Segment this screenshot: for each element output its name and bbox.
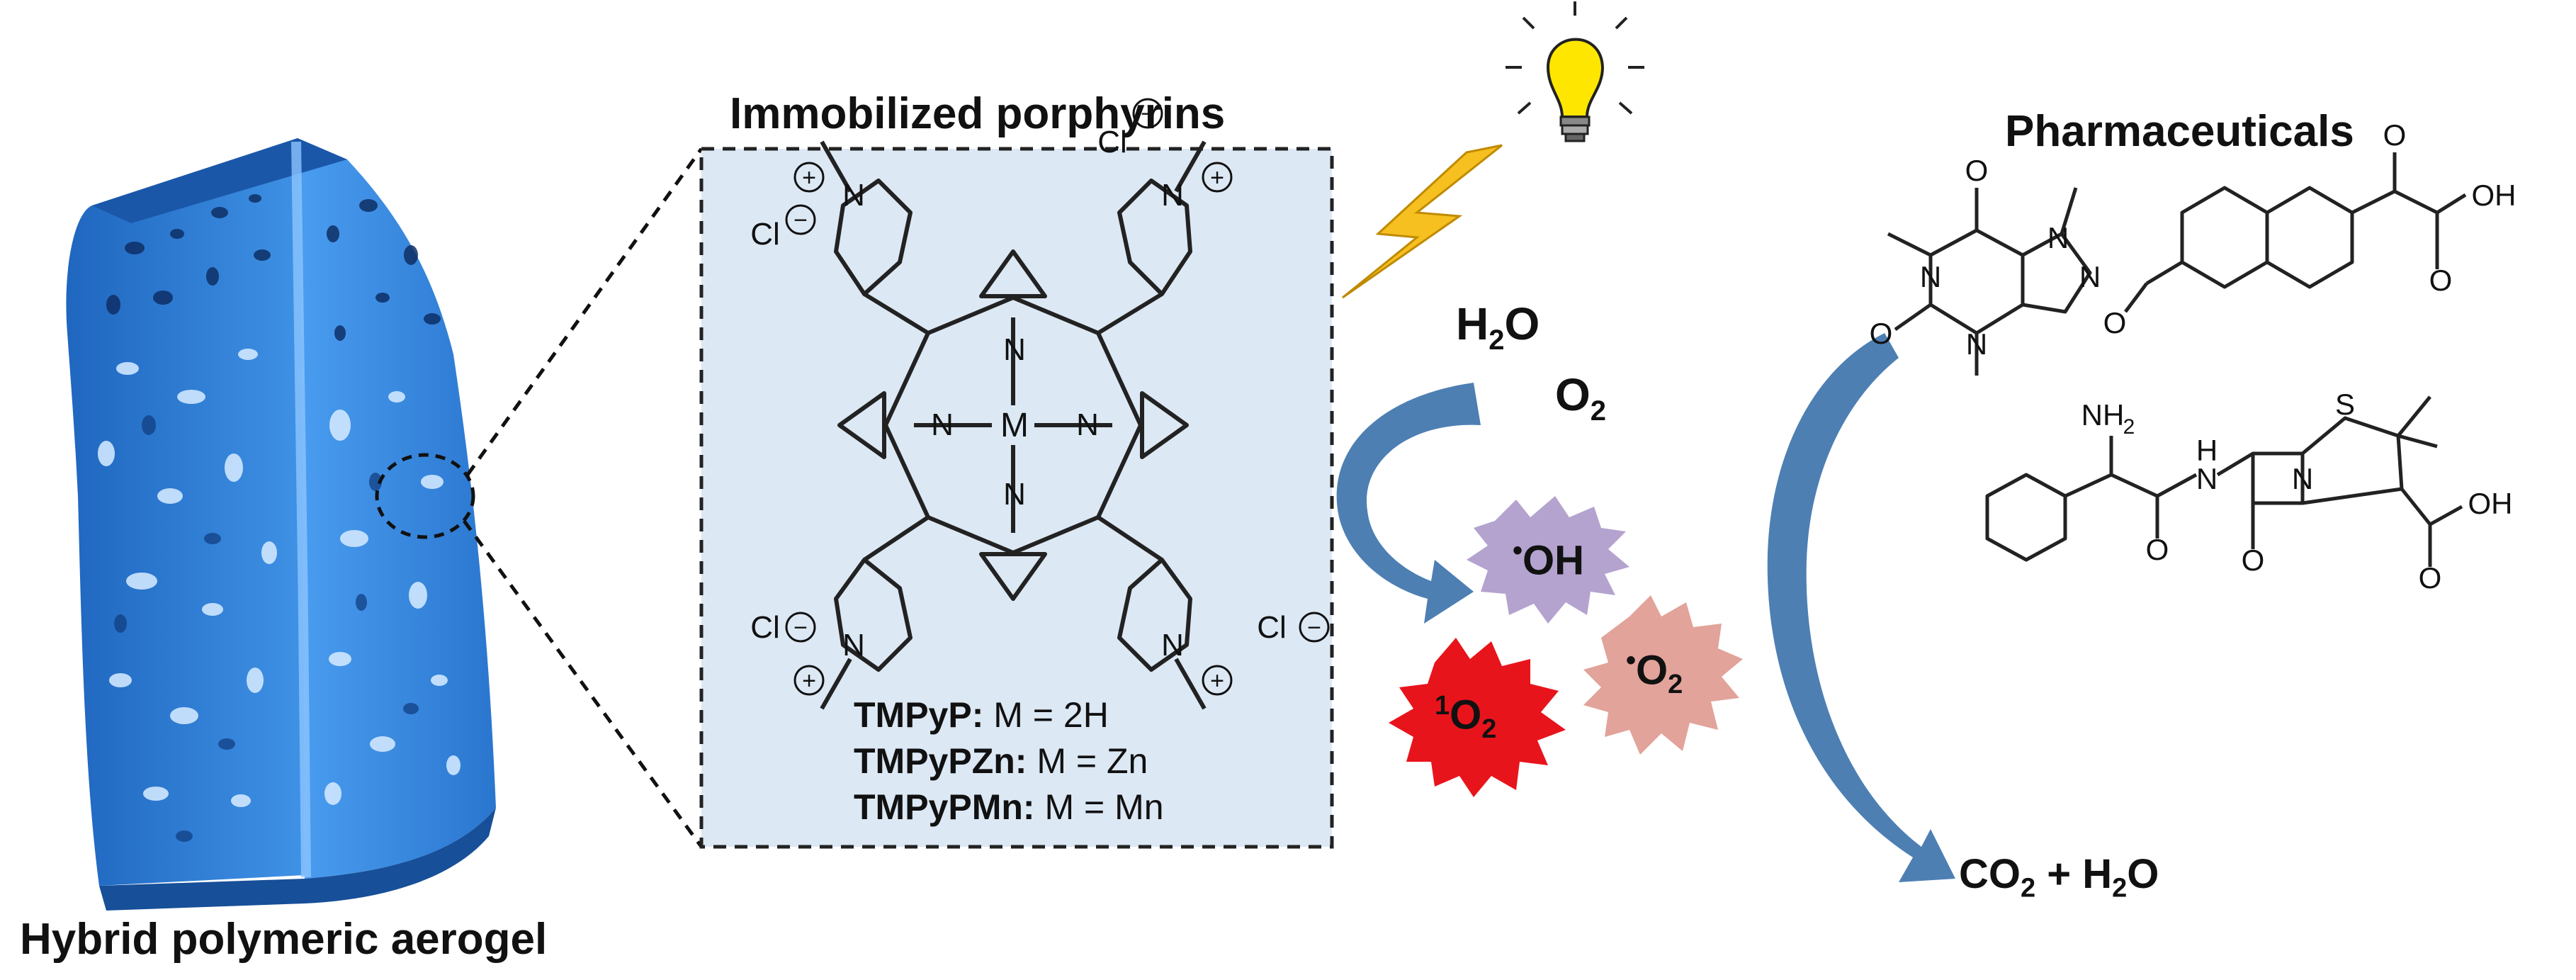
reaction-arrow-left [1336,383,1481,624]
svg-text:O: O [2242,543,2265,577]
singlet-oxygen-label: 1O2 [1435,691,1497,744]
pyridinium-n-tr: N [1161,178,1184,213]
svg-text:N: N [1920,260,1941,293]
chloride-tr: Cl [1097,125,1127,159]
svg-text:+: + [1210,668,1224,694]
svg-text:−: − [1307,614,1321,641]
variant-tmpypzn: TMPyPZn: M = Zn [854,741,1148,781]
superoxide-label: •O2 [1626,645,1683,699]
svg-text:−: − [793,614,808,641]
nitrogen-right: N [1076,407,1099,442]
hydroxyl-radical-label: •OH [1513,535,1585,584]
svg-text:O: O [2419,561,2442,595]
hydroxyl-burst [1467,496,1629,624]
charge-symbols [785,98,1330,696]
svg-text:O: O [2383,118,2407,152]
zoom-line-bottom [462,519,704,848]
products-label: CO2 + H2O [1959,851,2159,903]
singlet-oxygen-burst [1389,638,1566,797]
pyridinium-n-br: N [1161,628,1184,663]
svg-text:O: O [1965,154,1989,187]
svg-text:OH: OH [2472,179,2516,212]
water-reactant: H2O [1456,298,1540,356]
svg-text:N: N [2079,260,2101,293]
porphyrin-structure [820,140,1207,710]
superoxide-burst [1583,595,1743,755]
variant-tmpyp: TMPyP: M = 2H [854,695,1109,735]
porphyrin-atom-labels: M N N N N N N N N Cl Cl Cl Cl [750,125,1287,663]
svg-text:+: + [802,164,816,191]
pharmaceuticals-title: Pharmaceuticals [2005,107,2354,156]
pharmaceutical-structures [1887,152,2467,567]
svg-text:O: O [2146,533,2169,566]
aerogel-highlights [98,349,461,807]
aerogel-top-edge [92,138,347,223]
chloride-br: Cl [1257,610,1287,645]
svg-text:N: N [1966,327,1987,361]
variant-tmpypmn: TMPyPMn: M = Mn [854,787,1164,827]
pyridinium-n-bl: N [842,628,865,663]
aerogel-dark-pores [114,415,419,842]
svg-text:+: + [1210,164,1224,191]
zoom-line-top [465,147,704,476]
svg-text:O: O [1870,317,1893,350]
aerogel-face-right [298,138,496,879]
svg-text:OH: OH [2468,487,2513,520]
svg-text:N: N [2292,462,2313,495]
aerogel-title: Hybrid polymeric aerogel [20,915,548,964]
nitrogen-left: N [931,407,954,442]
svg-text:+: + [802,668,816,694]
svg-text:NH: NH [2081,398,2125,432]
chloride-tl: Cl [750,217,780,252]
svg-text:N: N [2196,462,2218,495]
svg-text:2: 2 [2123,415,2135,439]
svg-text:−: − [1141,101,1155,128]
charge-labels: + + + + − − − − [793,101,1321,694]
aerogel-bottom [99,808,496,911]
svg-text:S: S [2335,388,2355,421]
nitrogen-bottom: N [1003,477,1026,512]
lightning-bolt-icon [1342,144,1503,299]
oxygen-reactant: O2 [1555,369,1607,427]
metal-label: M [1000,407,1029,444]
pharmaceutical-atom-labels: O O N N N N O O O OH O O O OH S N H N NH… [1870,118,2516,595]
svg-text:H: H [2196,434,2218,467]
zoom-circle [375,453,475,539]
svg-text:−: − [793,207,808,234]
svg-text:O: O [2103,306,2127,339]
chloride-bl: Cl [750,610,780,645]
aerogel-ridge [291,141,311,878]
svg-text:O: O [2429,264,2453,297]
nitrogen-top: N [1003,332,1026,367]
light-bulb-icon [1506,1,1644,142]
pyridinium-n-tl: N [842,178,865,213]
porphyrin-panel [699,147,1334,849]
aerogel-face-left [66,138,305,886]
reaction-arrow-right [1767,333,1955,882]
svg-text:N: N [2047,221,2069,254]
porphyrins-title: Immobilized porphyrins [730,89,1226,138]
aerogel-pores [106,194,441,341]
